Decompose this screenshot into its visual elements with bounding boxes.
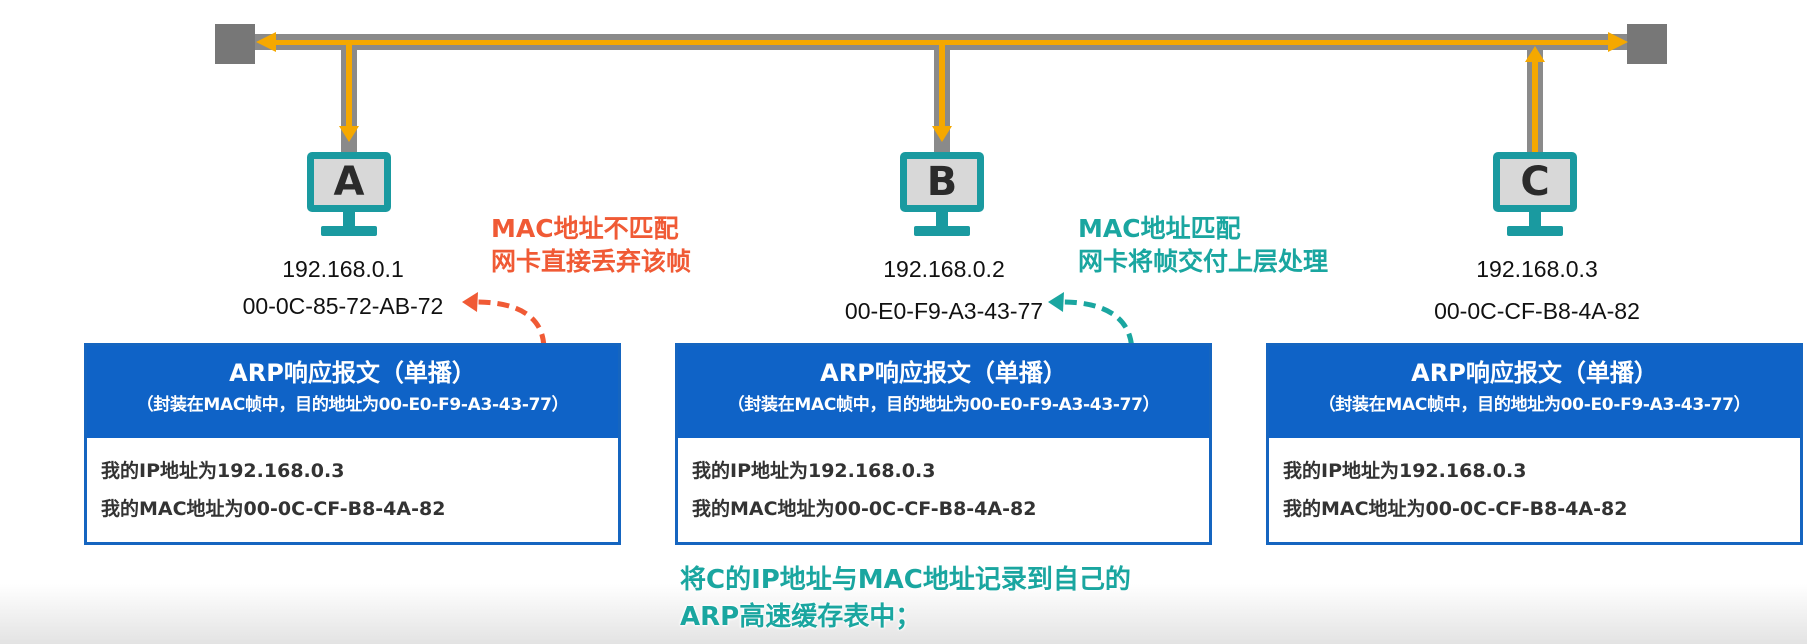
host-b-ip: 192.168.0.2 <box>883 256 1005 282</box>
cache-note: 将C的IP地址与MAC地址记录到自己的 ARP高速缓存表中； <box>680 562 1131 636</box>
cache-note-line1: 将C的IP地址与MAC地址记录到自己的 <box>680 565 1131 595</box>
packet-ip-line: 我的IP地址为192.168.0.3 <box>692 460 936 482</box>
host-a-mac: 00-0C-85-72-AB-72 <box>242 293 444 319</box>
packet-subtitle: （封装在MAC帧中，目的地址为00-E0-F9-A3-43-77） <box>1318 395 1751 415</box>
bottom-fade <box>0 584 1807 644</box>
packet-subtitle: （封装在MAC帧中，目的地址为00-E0-F9-A3-43-77） <box>136 395 569 415</box>
computer-c-letter: C <box>1500 159 1570 205</box>
packet-title: ARP响应报文（单播） <box>820 359 1067 387</box>
bus-arrow <box>256 32 1628 52</box>
packet-mac-line: 我的MAC地址为00-0C-CF-B8-4A-82 <box>101 498 446 520</box>
host-c-mac: 00-0C-CF-B8-4A-82 <box>1434 298 1640 324</box>
arp-packet-box-c: ARP响应报文（单播） （封装在MAC帧中，目的地址为00-E0-F9-A3-4… <box>1266 343 1803 545</box>
arrow-from-c <box>1525 46 1545 152</box>
mismatch-note-line1: MAC地址不匹配 <box>491 214 679 243</box>
match-note-line1: MAC地址匹配 <box>1078 214 1241 243</box>
arrow-to-b <box>932 45 952 142</box>
computer-a-letter: A <box>314 159 384 205</box>
bus-terminator-right <box>1627 24 1667 64</box>
computer-b-letter: B <box>907 159 977 205</box>
computer-a-icon: A <box>307 152 391 246</box>
packet-title: ARP响应报文（单播） <box>229 359 476 387</box>
host-c-ip: 192.168.0.3 <box>1476 256 1598 282</box>
cache-note-line2: ARP高速缓存表中； <box>680 602 922 632</box>
host-b-mac: 00-E0-F9-A3-43-77 <box>844 298 1044 324</box>
mismatch-note-line2: 网卡直接丢弃该帧 <box>491 247 692 276</box>
arp-packet-box-a: ARP响应报文（单播） （封装在MAC帧中，目的地址为00-E0-F9-A3-4… <box>84 343 621 545</box>
computer-b-icon: B <box>900 152 984 246</box>
match-arrowhead-top <box>1048 292 1064 312</box>
packet-subtitle: （封装在MAC帧中，目的地址为00-E0-F9-A3-43-77） <box>727 395 1160 415</box>
packet-ip-line: 我的IP地址为192.168.0.3 <box>101 460 345 482</box>
packet-mac-line: 我的MAC地址为00-0C-CF-B8-4A-82 <box>1283 498 1628 520</box>
mismatch-note: MAC地址不匹配 网卡直接丢弃该帧 <box>491 212 691 278</box>
bus-terminator-left <box>215 24 255 64</box>
packet-title: ARP响应报文（单播） <box>1411 359 1658 387</box>
mismatch-arrowhead-top <box>462 292 478 312</box>
arp-packet-box-b: ARP响应报文（单播） （封装在MAC帧中，目的地址为00-E0-F9-A3-4… <box>675 343 1212 545</box>
packet-mac-line: 我的MAC地址为00-0C-CF-B8-4A-82 <box>692 498 1037 520</box>
match-note: MAC地址匹配 网卡将帧交付上层处理 <box>1078 212 1328 278</box>
arrow-to-a <box>339 45 359 142</box>
packet-ip-line: 我的IP地址为192.168.0.3 <box>1283 460 1527 482</box>
host-a-ip: 192.168.0.1 <box>282 256 404 282</box>
match-note-line2: 网卡将帧交付上层处理 <box>1078 247 1329 276</box>
computer-c-icon: C <box>1493 152 1577 246</box>
